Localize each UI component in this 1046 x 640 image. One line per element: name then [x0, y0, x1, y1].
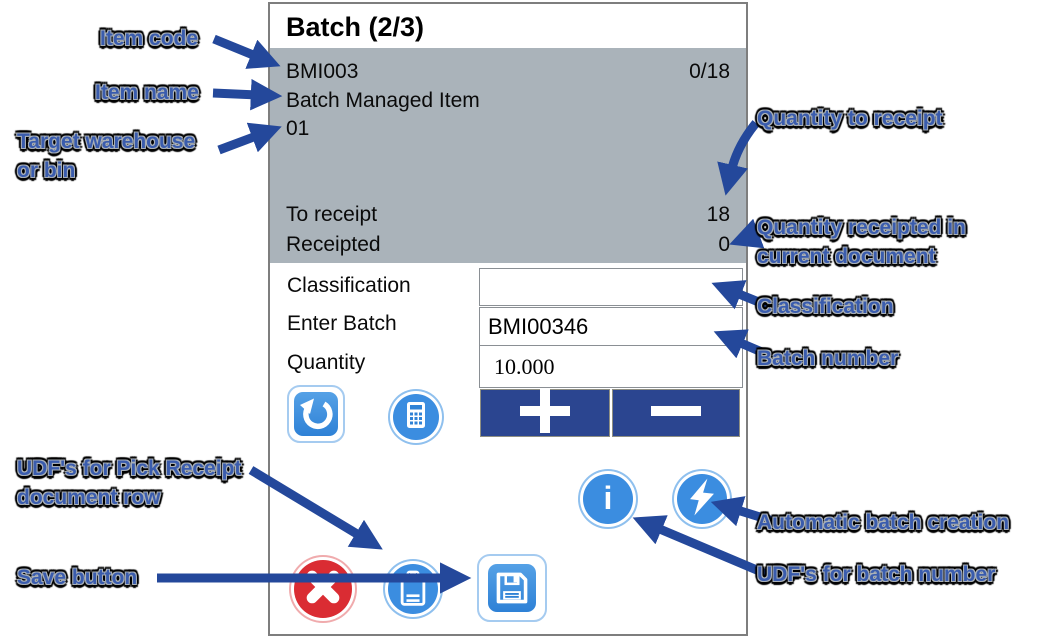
item-code-value: BMI003: [286, 60, 359, 83]
batch-number-input[interactable]: [479, 307, 743, 346]
info-icon: i: [603, 480, 613, 516]
annotation-batch-number: Batch number: [757, 347, 899, 370]
quantity-input[interactable]: [479, 345, 743, 388]
calculator-icon: [393, 392, 439, 443]
classification-input[interactable]: [479, 268, 743, 306]
receipted-label: Receipted: [286, 233, 381, 256]
enter-batch-label: Enter Batch: [287, 312, 397, 335]
refresh-icon: [294, 392, 338, 436]
auto-batch-button[interactable]: [677, 474, 727, 524]
lightning-icon: [677, 472, 727, 527]
annotation-qty-receipted: Quantity receipted in current document: [757, 216, 966, 268]
udf-pick-receipt-button[interactable]: [388, 564, 438, 614]
cancel-button[interactable]: [294, 560, 352, 618]
minus-button[interactable]: [612, 389, 740, 437]
cancel-x-icon: [294, 558, 352, 621]
item-summary-header: BMI003 0/18 Batch Managed Item 01 To rec…: [270, 48, 746, 263]
classification-label: Classification: [287, 274, 411, 297]
receipted-value: 0: [718, 233, 730, 256]
to-receipt-value: 18: [706, 203, 730, 226]
annotation-qty-to-receipt: Quantity to receipt: [757, 107, 943, 130]
batch-entry-panel: Batch (2/3) BMI003 0/18 Batch Managed It…: [268, 2, 748, 636]
arrow-item-code: [212, 34, 281, 69]
calculator-button[interactable]: [393, 394, 439, 440]
annotation-item-name: Item name: [95, 81, 199, 104]
arrow-item-name: [212, 78, 283, 111]
minus-icon: [612, 387, 740, 440]
annotation-udf-batch-number: UDF's for batch number: [757, 563, 996, 586]
progress-counter: 0/18: [689, 60, 730, 83]
annotation-udf-pick-receipt: UDF's for Pick Receipt document row: [17, 457, 242, 509]
arrow-target-warehouse: [217, 122, 282, 155]
refresh-button[interactable]: [287, 385, 345, 443]
udf-batch-info-button[interactable]: i: [583, 474, 633, 524]
annotation-auto-batch: Automatic batch creation: [757, 511, 1010, 534]
save-button[interactable]: [477, 554, 547, 622]
annotation-target-warehouse: Target warehouse or bin: [17, 130, 196, 182]
annotation-classification: Classification: [757, 295, 894, 318]
quantity-label: Quantity: [287, 351, 366, 374]
warehouse-value: 01: [286, 117, 310, 140]
floppy-disk-icon: [488, 564, 536, 612]
plus-icon: [480, 387, 610, 440]
clipboard-icon: [388, 562, 438, 617]
item-name-value: Batch Managed Item: [286, 89, 480, 112]
annotation-save-button: Save button: [17, 566, 138, 589]
to-receipt-label: To receipt: [286, 203, 378, 226]
annotation-item-code: Item code: [100, 27, 199, 50]
plus-button[interactable]: [480, 387, 610, 440]
page-title: Batch (2/3): [286, 12, 425, 42]
